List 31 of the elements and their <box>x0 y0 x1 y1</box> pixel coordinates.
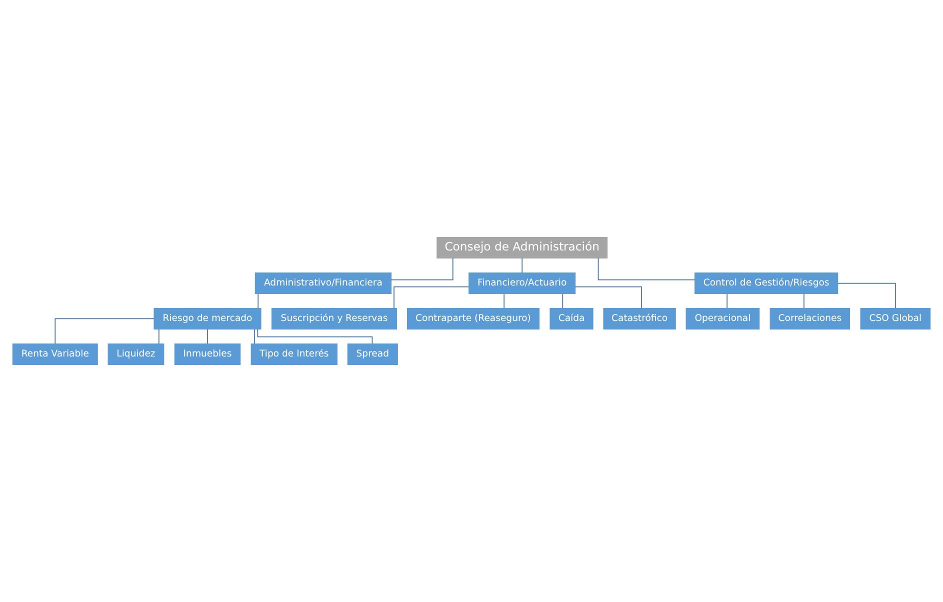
node-box: Tipo de Interés <box>250 343 338 365</box>
node-box: CSO Global <box>860 308 931 330</box>
node-box: Contraparte (Reaseguro) <box>406 308 540 330</box>
node-box: Renta Variable <box>12 343 98 365</box>
node-box: Catastrófico <box>603 308 676 330</box>
node-box: Financiero/Actuario <box>468 272 576 294</box>
connector <box>726 293 728 309</box>
connector <box>574 286 642 309</box>
node-box: Liquidez <box>108 343 164 365</box>
connector <box>54 318 154 344</box>
node-box: Caída <box>550 308 594 330</box>
node-box: Spread <box>347 343 398 365</box>
node-box: Control de Gestión/Riesgos <box>694 272 838 294</box>
node-box: Suscripción y Reservas <box>271 308 398 330</box>
node-box: Administrativo/Financiera <box>254 272 392 294</box>
node-box: Correlaciones <box>770 308 850 330</box>
connector <box>522 258 523 274</box>
connector <box>837 282 896 309</box>
node-box: Consejo de Administración <box>436 237 608 259</box>
connector <box>562 293 564 309</box>
node-box: Riesgo de mercado <box>154 308 262 330</box>
connector <box>254 328 255 344</box>
connector <box>394 286 470 309</box>
node-box: Inmuebles <box>174 343 241 365</box>
connector <box>158 328 160 344</box>
connector <box>258 293 259 309</box>
node-box: Operacional <box>686 308 760 330</box>
connector <box>207 328 208 344</box>
connector <box>390 258 454 280</box>
connector <box>598 258 695 280</box>
connector <box>257 328 373 344</box>
